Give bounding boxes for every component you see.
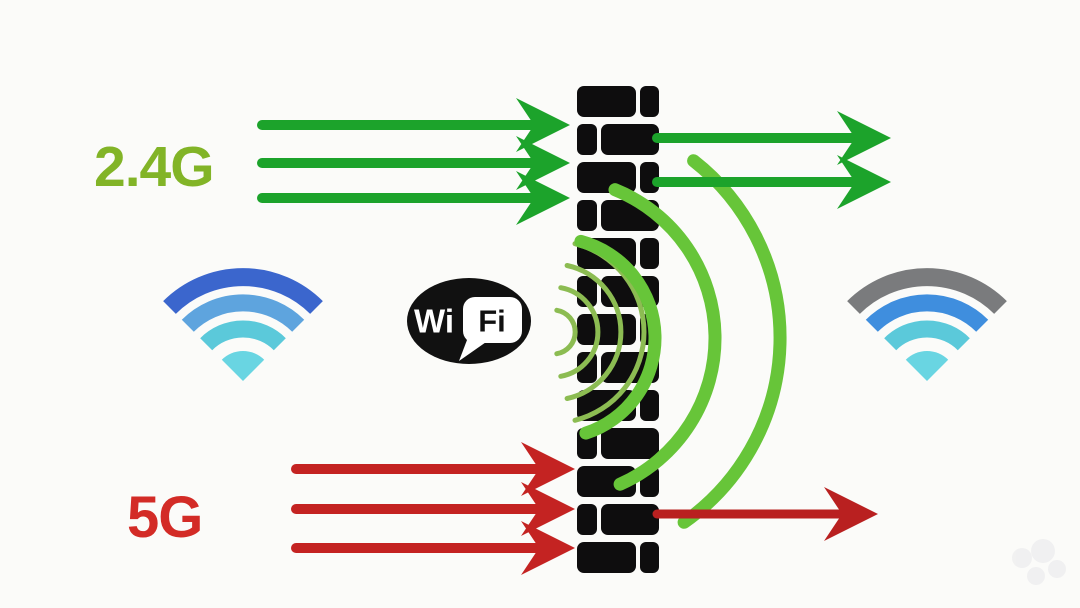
watermark: [1012, 539, 1066, 585]
wifi-logo-wi: Wi: [414, 303, 454, 340]
ripple-arc-3: [564, 263, 624, 401]
brick-wall: [577, 86, 659, 580]
wifi-weak-wedge: [905, 351, 949, 381]
wifi-weak-bar-3: [865, 294, 989, 332]
arrow-green-out-2: [652, 155, 891, 209]
arrow-red-in-1: [291, 442, 575, 496]
label-5g: 5G: [127, 485, 202, 550]
wifi-strong-bar-3: [181, 294, 305, 332]
wifi-logo: Wi Fi: [407, 278, 531, 364]
ripple-arc-1: [554, 307, 578, 357]
arrow-red-in-2: [291, 482, 575, 536]
wifi-strong-wedge: [221, 351, 265, 381]
arrow-green-in-3: [257, 171, 570, 225]
arrow-green-in-2: [257, 136, 570, 190]
wifi-logo-bubble: [463, 297, 522, 343]
wifi-strong-bar-4: [163, 268, 323, 315]
red-arrows-incoming: [291, 442, 575, 575]
wave-arc-2: [608, 183, 722, 491]
signal-ripples-thick: [574, 154, 787, 529]
wifi-logo-bubble-tail: [459, 340, 489, 361]
ripple-arc-2: [558, 285, 601, 379]
red-arrow-outgoing: [652, 487, 878, 541]
arrow-red-in-3: [291, 521, 575, 575]
label-24g: 2.4G: [94, 135, 214, 199]
wifi-weak-bar-4: [847, 268, 1007, 315]
arrow-green-in-1: [257, 98, 570, 152]
arrow-green-out-1: [652, 111, 891, 165]
wifi-strong-bar-2: [200, 320, 286, 351]
green-arrows-outgoing: [652, 111, 891, 209]
green-arrows-incoming: [257, 98, 570, 225]
wifi-signal-icon-strong: [163, 268, 323, 381]
wifi-logo-fi: Fi: [478, 304, 506, 339]
wifi-signal-icon-weak: [847, 268, 1007, 381]
wifi-weak-bar-2: [884, 320, 970, 351]
wave-arc-1: [574, 234, 662, 440]
wave-arc-3: [677, 154, 787, 529]
